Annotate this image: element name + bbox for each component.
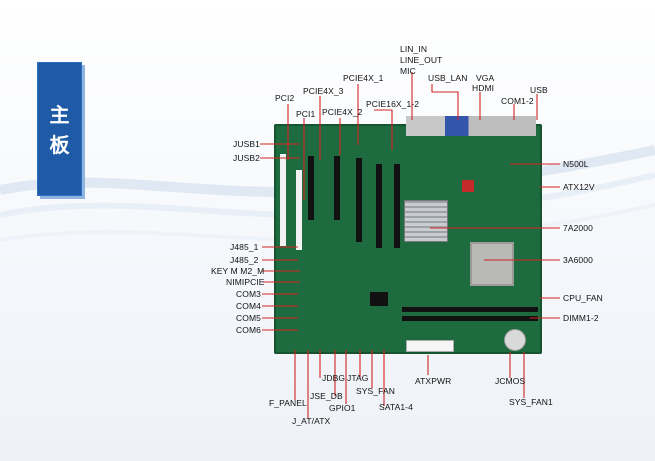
- label-jcmos: JCMOS: [495, 376, 526, 386]
- label-j485-2: J485_2: [230, 255, 259, 265]
- rear-io-ports: [406, 116, 536, 136]
- label-com4: COM4: [236, 301, 261, 311]
- label-com5: COM5: [236, 313, 261, 323]
- label-jusb2: JUSB2: [233, 153, 260, 163]
- label-atxpwr: ATXPWR: [415, 376, 452, 386]
- label-gpio1: GPIO1: [329, 403, 356, 413]
- label-pci1: PCI1: [296, 109, 316, 119]
- label-sys-fan: SYS_FAN: [356, 386, 395, 396]
- pcie16x1-slot: [376, 164, 382, 248]
- label-lin-in: LIN_IN: [400, 44, 428, 54]
- 3a6000-cpu: [470, 242, 514, 286]
- label-pcie4x-2: PCIE4X_2: [322, 107, 363, 117]
- label-7a2000: 7A2000: [563, 223, 593, 233]
- pcie4x1-slot: [356, 158, 362, 242]
- label-vga: VGA: [476, 73, 495, 83]
- section-tab-char-2: 板: [49, 133, 70, 157]
- label-key-m-m2-m: KEY M M2_M: [211, 266, 265, 276]
- pcie16x2-slot: [394, 164, 400, 248]
- label-cpu-fan: CPU_FAN: [563, 293, 603, 303]
- dimm1-slot: [402, 307, 538, 312]
- dimm2-slot: [402, 316, 538, 321]
- pcie4x2-slot: [334, 156, 340, 220]
- label-j485-1: J485_1: [230, 242, 259, 252]
- label-mic: MIC: [400, 66, 416, 76]
- label-com1-2: COM1-2: [501, 96, 534, 106]
- label-pcie4x-1: PCIE4X_1: [343, 73, 384, 83]
- label-sys-fan1: SYS_FAN1: [509, 397, 553, 407]
- label-pci2: PCI2: [275, 93, 295, 103]
- label-usb: USB: [530, 85, 548, 95]
- label-hdmi: HDMI: [472, 83, 495, 93]
- label-jdbg: JDBG: [322, 373, 346, 383]
- atxpwr-connector: [406, 340, 454, 352]
- label-pcie4x-3: PCIE4X_3: [303, 86, 344, 96]
- pci1-slot: [296, 170, 302, 250]
- pcie4x3-slot: [308, 156, 314, 220]
- cmos-battery: [504, 329, 526, 351]
- label-sata1-4: SATA1-4: [379, 402, 413, 412]
- label-com6: COM6: [236, 325, 261, 335]
- label-nimipcie: NIMIPCIE: [226, 277, 265, 287]
- label-atx12v: ATX12V: [563, 182, 595, 192]
- label-f-panel: F_PANEL: [269, 398, 307, 408]
- label-pcie16x-1-2: PCIE16X_1-2: [366, 99, 420, 109]
- label-com3: COM3: [236, 289, 261, 299]
- red-connector: [462, 180, 474, 192]
- label-usb-lan: USB_LAN: [428, 73, 468, 83]
- label-dimm1-2: DIMM1-2: [563, 313, 599, 323]
- sata-ports: [370, 292, 388, 306]
- section-tab-char-1: 主: [49, 103, 70, 127]
- pci2-slot: [280, 154, 286, 246]
- label-jse-db: JSE_DB: [310, 391, 343, 401]
- label-jtag: JTAG: [347, 373, 369, 383]
- label-j-at-atx: J_AT/ATX: [292, 416, 331, 426]
- section-tab: 主 板: [37, 62, 82, 196]
- label-n500l: N500L: [563, 159, 589, 169]
- label-3a6000: 3A6000: [563, 255, 593, 265]
- label-line-out: LINE_OUT: [400, 55, 443, 65]
- 7a2000-heatsink: [404, 200, 448, 242]
- motherboard-image: [274, 116, 542, 354]
- label-jusb1: JUSB1: [233, 139, 260, 149]
